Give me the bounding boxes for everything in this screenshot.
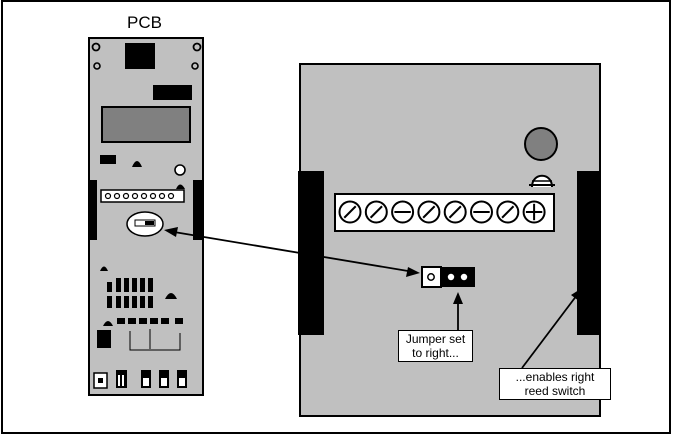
jumper-callout-line-2: to right...: [412, 346, 459, 360]
pcb-overview: [88, 37, 204, 396]
terminal-strip: [100, 189, 185, 203]
jumper-pin: [427, 273, 435, 281]
transistor: [103, 321, 113, 326]
jumper-callout-line-1: Jumper set: [405, 332, 466, 346]
terminal-screws: [338, 200, 546, 224]
trace: [129, 331, 181, 351]
mounting-hole: [93, 62, 101, 70]
reed-callout-line-1: ...enables right: [515, 370, 595, 384]
reed-callout: ...enables right reed switch: [499, 368, 611, 400]
left-reed-switch: [89, 180, 97, 240]
component-row: [117, 318, 183, 324]
mounting-hole: [91, 42, 101, 52]
reed-callout-line-2: reed switch: [524, 384, 586, 398]
led: [174, 164, 186, 176]
jumper-pin: [447, 273, 455, 281]
arrowhead-reed: [571, 288, 582, 301]
arrowhead-left: [164, 227, 178, 237]
display-module: [101, 106, 191, 143]
jumper-link-arrow: [173, 231, 415, 273]
transistor: [132, 161, 142, 167]
chip: [153, 85, 192, 100]
screw-slot: [501, 205, 515, 219]
screw-slot: [369, 205, 383, 219]
closeup-view: [298, 63, 601, 417]
resistor-array: [107, 278, 153, 308]
bottom-headers: [116, 370, 187, 388]
connector-pin: [98, 378, 103, 383]
capacitor: [97, 330, 111, 348]
transistor: [176, 184, 185, 189]
jumper-callout: Jumper set to right...: [398, 330, 473, 362]
arrows: [164, 227, 582, 369]
transistor: [165, 293, 177, 299]
right-reed-switch: [193, 180, 202, 240]
screw-slot: [422, 205, 436, 219]
arrowhead-up: [453, 292, 463, 304]
transistor: [100, 266, 108, 271]
jumper-pin: [460, 273, 468, 281]
jumper-cap: [441, 267, 475, 287]
pcb-title: PCB: [127, 13, 162, 32]
mounting-hole: [191, 62, 199, 70]
jumper-cap-mini: [145, 221, 154, 225]
arrowhead-right: [406, 267, 420, 277]
right-reed-switch-closeup: [577, 171, 601, 335]
chip: [100, 155, 116, 164]
closeup-board: [299, 63, 601, 417]
terminal-pins: [104, 192, 175, 200]
chip: [125, 43, 155, 69]
reed-label-arrow: [521, 294, 578, 369]
screw-slot: [448, 205, 462, 219]
led-closeup: [524, 127, 558, 161]
mounting-hole: [192, 42, 202, 52]
screw-slot: [343, 205, 357, 219]
